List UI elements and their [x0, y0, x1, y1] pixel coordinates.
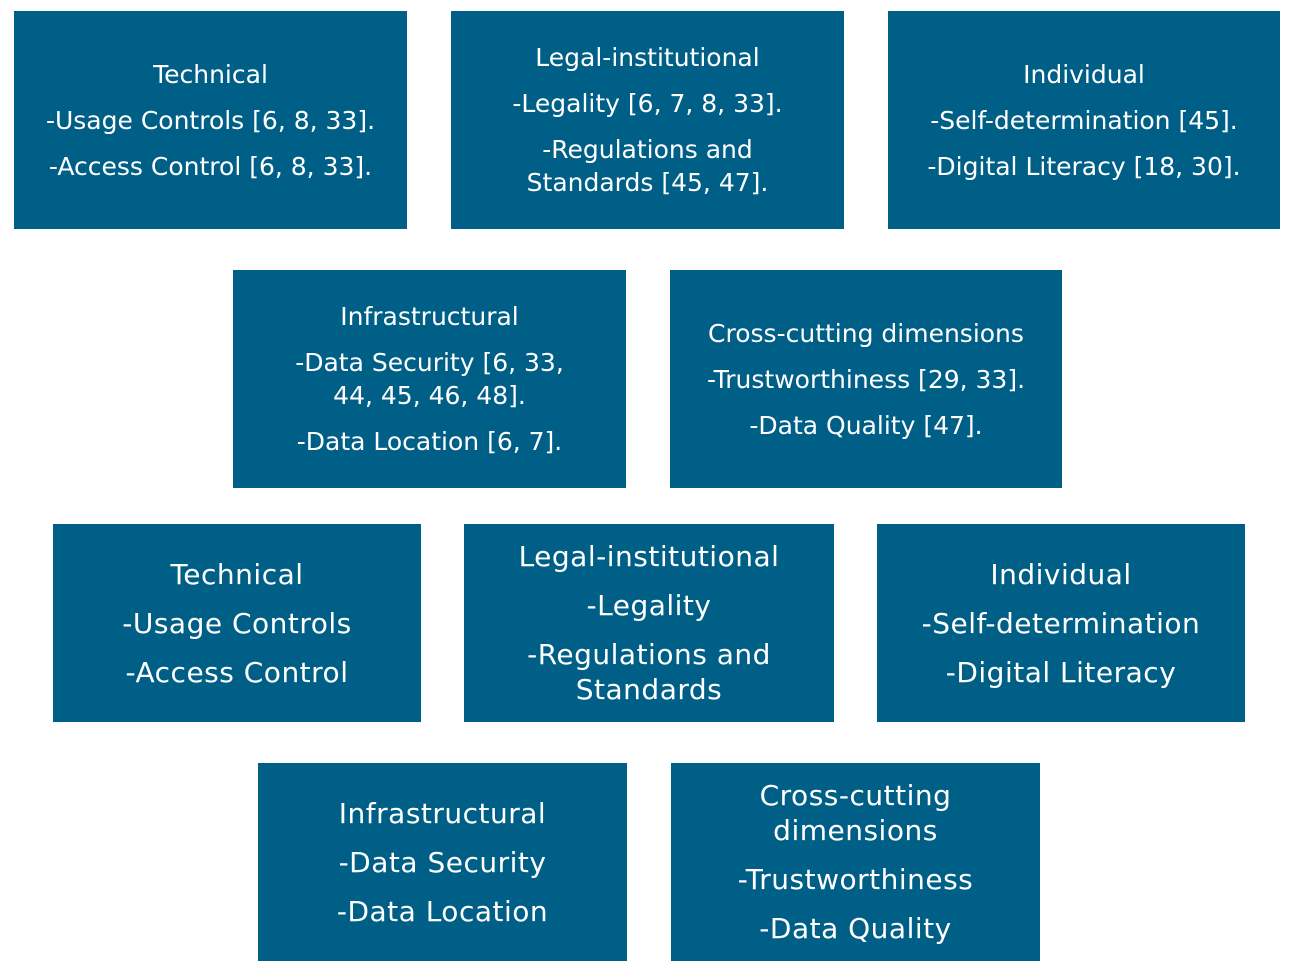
box-title: Legal-institutional: [535, 43, 760, 72]
box-title: Individual: [990, 557, 1132, 591]
box-title: Technical: [170, 557, 304, 591]
box-item: -Usage Controls [6, 8, 33].: [45, 105, 376, 135]
box-item: -Data Quality: [759, 912, 952, 945]
box-item: -Data Location: [336, 894, 549, 928]
box-item: -Data Security: [338, 845, 547, 879]
individual-box-with-refs: Individual -Self-determination [45]. -Di…: [888, 11, 1280, 229]
legal-institutional-box-with-refs: Legal-institutional -Legality [6, 7, 8, …: [451, 11, 844, 229]
box-title: Infrastructural: [340, 302, 519, 331]
box-item: -Self-determination [45].: [930, 105, 1238, 135]
box-item: -Digital Literacy: [945, 655, 1177, 689]
box-item: -Access Control: [125, 655, 349, 689]
legal-institutional-box: Legal-institutional -Legality -Regulatio…: [464, 524, 834, 722]
box-item: -Digital Literacy [18, 30].: [927, 151, 1241, 181]
box-item: -Access Control [6, 8, 33].: [48, 151, 373, 181]
cross-cutting-box: Cross-cutting dimensions -Trustworthines…: [671, 763, 1040, 961]
box-title: Cross-cutting dimensions: [759, 779, 952, 847]
box-item: -Trustworthiness: [737, 863, 974, 896]
cross-cutting-box-with-refs: Cross-cutting dimensions -Trustworthines…: [670, 270, 1062, 488]
box-title: Technical: [153, 59, 268, 89]
box-title: Individual: [1023, 59, 1145, 89]
box-item: -Regulations and Standards [45, 47].: [526, 135, 769, 197]
infrastructural-box-with-refs: Infrastructural -Data Security [6, 33, 4…: [233, 270, 626, 488]
box-item: -Self-determination: [921, 606, 1201, 640]
box-item: -Data Location [6, 7].: [296, 427, 563, 456]
box-item: -Regulations and Standards: [527, 638, 771, 706]
box-item: -Legality: [586, 589, 712, 622]
box-title: Infrastructural: [338, 796, 547, 830]
infrastructural-box: Infrastructural -Data Security -Data Loc…: [258, 763, 627, 961]
box-item: -Usage Controls: [122, 606, 352, 640]
technical-box-with-refs: Technical -Usage Controls [6, 8, 33]. -A…: [14, 11, 407, 229]
box-item: -Data Security [6, 33, 44, 45, 46, 48].: [295, 348, 564, 410]
technical-box: Technical -Usage Controls -Access Contro…: [53, 524, 421, 722]
individual-box: Individual -Self-determination -Digital …: [877, 524, 1245, 722]
box-item: -Data Quality [47].: [749, 410, 983, 440]
box-title: Legal-institutional: [518, 540, 780, 573]
box-item: -Legality [6, 7, 8, 33].: [512, 89, 783, 118]
box-title: Cross-cutting dimensions: [708, 318, 1024, 348]
box-item: -Trustworthiness [29, 33].: [706, 364, 1026, 394]
